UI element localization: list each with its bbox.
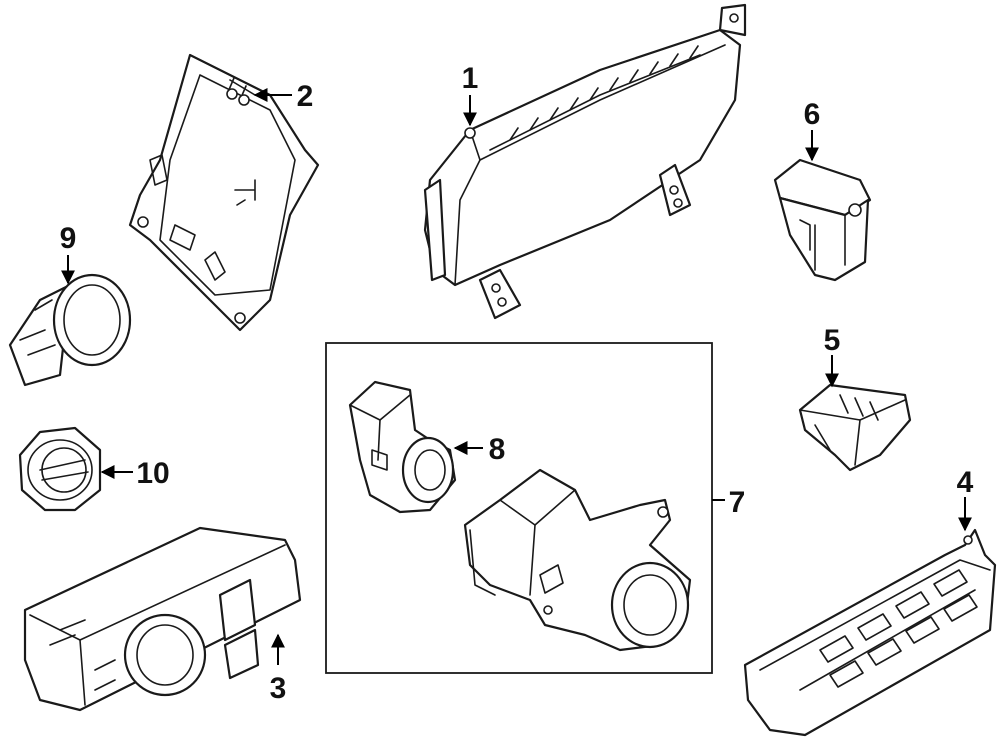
callout-label-8: 8 — [489, 433, 506, 466]
part-control-module — [128, 53, 320, 332]
part-connector-switch — [798, 383, 912, 472]
callout-label-3: 3 — [270, 672, 287, 705]
callout-6: 6 — [804, 98, 821, 162]
callout-label-2: 2 — [297, 80, 314, 113]
part-round-switch — [8, 273, 132, 387]
part-ring — [18, 426, 102, 512]
callout-label-9: 9 — [60, 222, 77, 255]
part-small-switch — [773, 158, 872, 282]
part-ignition-switch — [348, 380, 457, 514]
callout-label-10: 10 — [136, 457, 169, 490]
callout-5: 5 — [824, 324, 841, 388]
part-7-group-frame — [325, 342, 713, 674]
part-lock-housing — [463, 468, 692, 652]
callout-label-6: 6 — [804, 98, 821, 131]
callout-label-1: 1 — [462, 62, 479, 95]
callout-9: 9 — [60, 222, 77, 285]
callout-8: 8 — [453, 433, 506, 466]
callout-label-7: 7 — [729, 486, 746, 519]
callout-4: 4 — [957, 466, 974, 532]
callout-2: 2 — [253, 80, 314, 113]
part-instrument-cluster — [423, 3, 747, 320]
callout-label-5: 5 — [824, 324, 841, 357]
callout-1: 1 — [462, 62, 479, 127]
callout-7: 7 — [712, 486, 745, 519]
part-climate-control — [743, 528, 997, 737]
callout-10: 10 — [100, 457, 170, 490]
part-headlamp-switch — [23, 526, 302, 712]
callout-3: 3 — [270, 633, 287, 705]
callout-label-4: 4 — [957, 466, 974, 499]
